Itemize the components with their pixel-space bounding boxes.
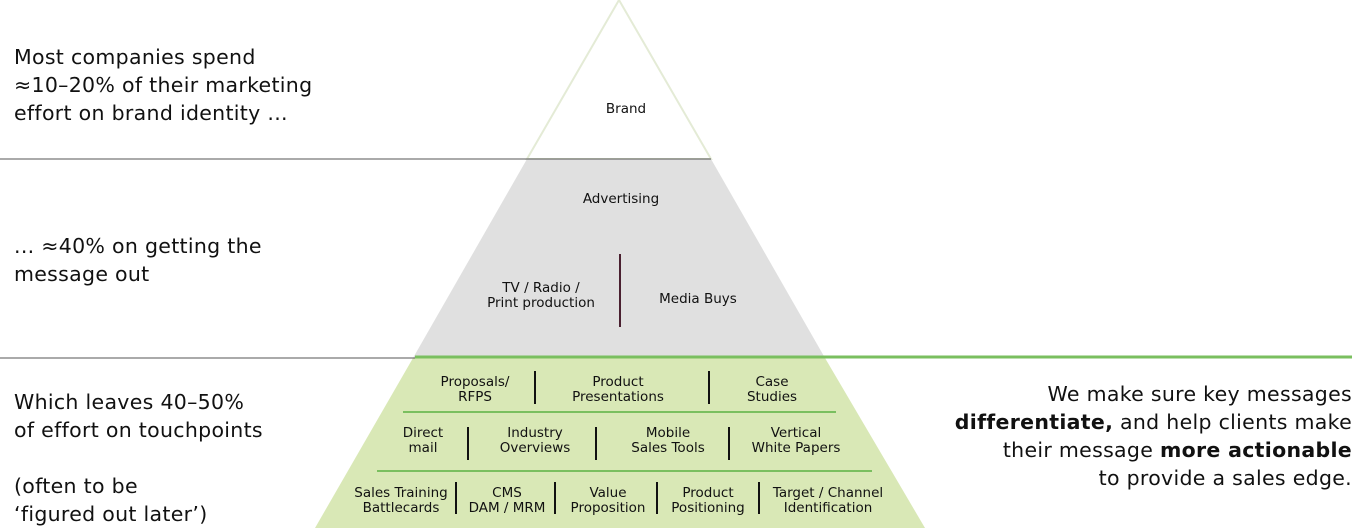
- label-cms: CMS DAM / MRM: [468, 485, 546, 516]
- label-direct-mail: Direct mail: [402, 425, 444, 456]
- label-brand: Brand: [605, 101, 647, 117]
- pyramid-base-touchpoints: [315, 358, 925, 528]
- label-product-positioning: Product Positioning: [671, 485, 745, 516]
- right-text-line: and help clients make: [1113, 410, 1352, 434]
- label-target-channel: Target / Channel Identification: [772, 485, 884, 516]
- label-value-proposition: Value Proposition: [570, 485, 646, 516]
- right-text-line: We make sure key messages: [1047, 382, 1352, 406]
- label-media-buys: Media Buys: [659, 291, 737, 307]
- label-case-studies: Case Studies: [746, 374, 798, 405]
- label-proposals: Proposals/ RFPS: [440, 374, 510, 405]
- right-text-bold: more actionable: [1159, 438, 1352, 462]
- label-product-presentations: Product Presentations: [572, 374, 664, 405]
- label-sales-training: Sales Training Battlecards: [354, 485, 448, 516]
- label-vertical-white-papers: Vertical White Papers: [751, 425, 841, 456]
- left-text-touchpoints: Which leaves 40–50% of effort on touchpo…: [14, 390, 263, 526]
- label-tv-radio: TV / Radio / Print production: [487, 280, 595, 311]
- right-text-line: their message: [1002, 438, 1160, 462]
- label-advertising: Advertising: [582, 191, 660, 207]
- right-text-bold: differentiate,: [954, 410, 1114, 434]
- label-mobile-sales-tools: Mobile Sales Tools: [631, 425, 705, 456]
- left-text-brand: Most companies spend ≈10–20% of their ma…: [14, 45, 313, 125]
- row-separators: [455, 371, 760, 514]
- label-industry-overviews: Industry Overviews: [499, 425, 571, 456]
- right-text-line: to provide a sales edge.: [1098, 466, 1352, 490]
- left-text-message: ... ≈40% on getting the message out: [14, 234, 262, 286]
- pyramid-top-brand: [525, 0, 713, 160]
- value-proposition-text: We make sure key messages differentiate,…: [955, 380, 1352, 492]
